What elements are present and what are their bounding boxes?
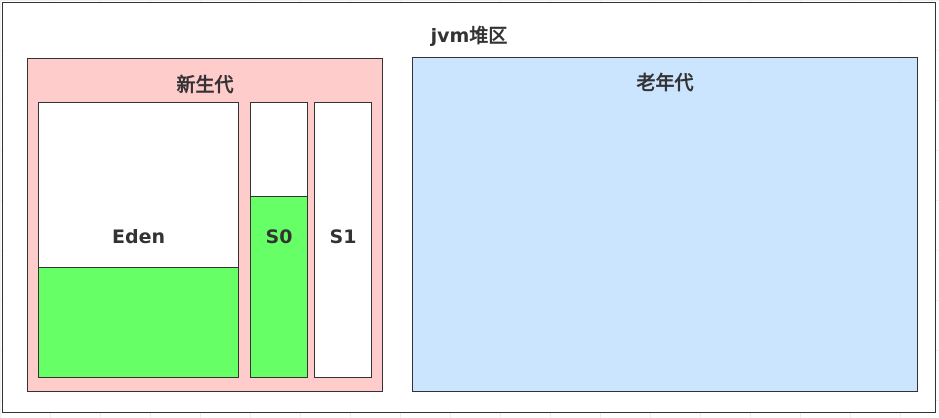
eden-label: Eden bbox=[112, 226, 165, 248]
survivor-s0-space: S0 bbox=[250, 102, 308, 378]
s0-label: S0 bbox=[265, 226, 293, 248]
young-generation-title: 新生代 bbox=[176, 74, 234, 96]
s0-used-fill bbox=[251, 196, 307, 377]
old-generation-title: 老年代 bbox=[636, 72, 694, 94]
old-generation-region: 老年代 bbox=[412, 57, 918, 392]
jvm-heap-title: jvm堆区 bbox=[430, 25, 508, 47]
eden-used-fill bbox=[39, 267, 238, 377]
survivor-s1-space: S1 bbox=[314, 102, 372, 378]
eden-space: Eden bbox=[38, 102, 239, 378]
s1-label: S1 bbox=[329, 226, 357, 248]
